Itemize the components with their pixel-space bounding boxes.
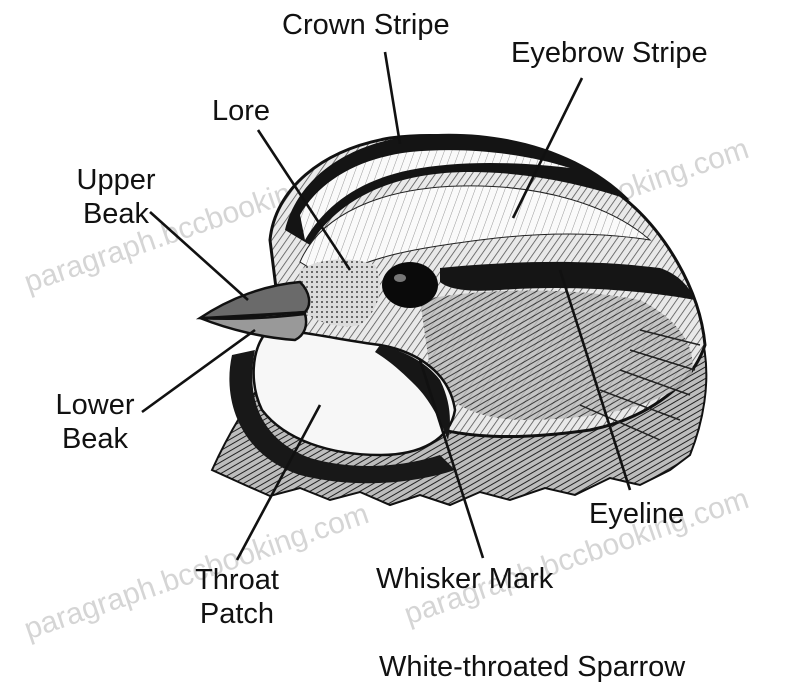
label-throat-patch: Throat Patch: [182, 563, 292, 631]
label-upper-beak: Upper Beak: [66, 163, 166, 231]
label-throat-patch-line1: Throat: [182, 563, 292, 597]
label-lower-beak-line2: Beak: [50, 422, 140, 456]
label-lower-beak-line1: Lower: [50, 388, 140, 422]
label-upper-beak-line2: Beak: [66, 197, 166, 231]
eye: [382, 262, 438, 308]
label-eyeline: Eyeline: [589, 497, 684, 531]
label-lower-beak: Lower Beak: [50, 388, 140, 456]
caption: White-throated Sparrow: [379, 650, 685, 684]
label-lore: Lore: [212, 94, 270, 128]
label-whisker-mark: Whisker Mark: [376, 562, 553, 596]
label-crown-stripe: Crown Stripe: [282, 8, 450, 42]
label-eyebrow-stripe: Eyebrow Stripe: [511, 36, 708, 70]
leader-crown-stripe: [385, 52, 400, 144]
label-upper-beak-line1: Upper: [66, 163, 166, 197]
label-throat-patch-line2: Patch: [182, 597, 292, 631]
cheek: [420, 291, 693, 420]
